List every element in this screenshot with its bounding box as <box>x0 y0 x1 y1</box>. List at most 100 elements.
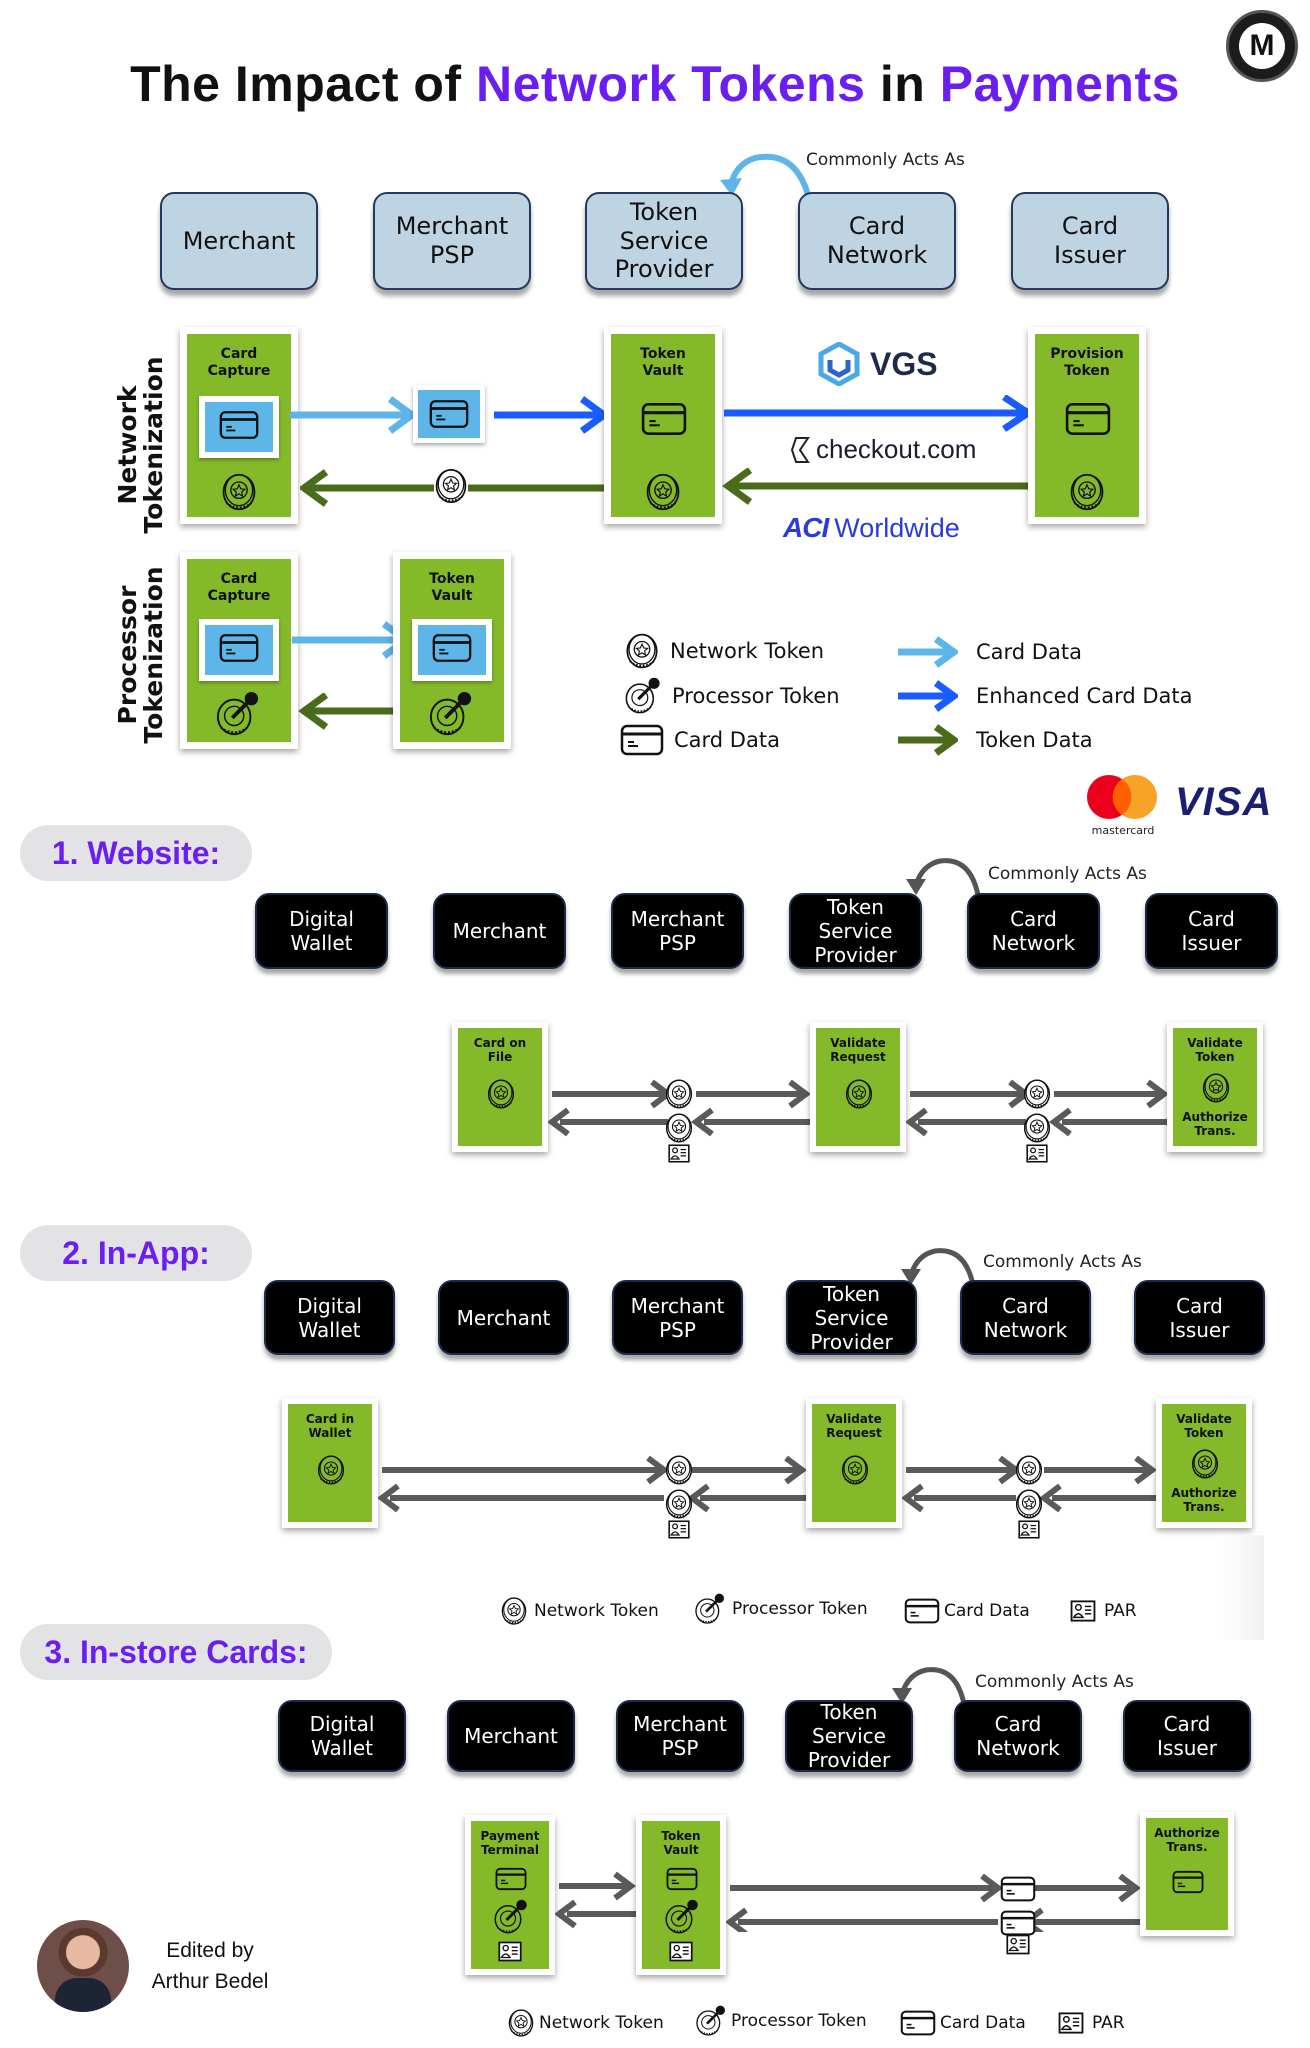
box-validate-token: Validate Token Authorize Trans. <box>1156 1398 1252 1528</box>
commonly-acts-as-arrow-icon <box>901 1248 976 1286</box>
network-token-icon <box>220 472 258 512</box>
checkout-logo-icon <box>790 436 810 463</box>
card-icon <box>666 1867 698 1891</box>
title-text: in <box>865 56 940 112</box>
entity-digital-wallet: Digital Wallet <box>278 1700 406 1772</box>
network-token-icon <box>507 2008 535 2038</box>
par-icon <box>1070 1600 1096 1622</box>
par-icon <box>668 1144 690 1163</box>
entity-merchant: Merchant <box>438 1280 569 1355</box>
legend-label: Token Data <box>976 728 1093 752</box>
legend-network-token: Network Token <box>507 2008 664 2038</box>
entity-digital-wallet: Digital Wallet <box>255 893 388 969</box>
flow-arrows <box>555 1871 637 1929</box>
legend-label: Network Token <box>534 1601 659 1621</box>
par-icon <box>1058 2012 1084 2034</box>
network-token-icon <box>1014 1488 1044 1520</box>
legend-arrow-card-data: Card Data <box>898 636 1082 668</box>
card-icon <box>1000 1910 1036 1936</box>
legend-label: Processor Token <box>731 2011 867 2031</box>
entity-merchant: Merchant <box>447 1700 575 1772</box>
title-highlight-network-tokens: Network Tokens <box>475 56 866 112</box>
box-provision-token: Provision Token <box>1028 327 1146 524</box>
entity-card-network: Card Network <box>798 192 956 290</box>
card-icon <box>904 1598 940 1624</box>
commonly-acts-as-arrow-icon <box>906 858 981 896</box>
card-icon <box>219 410 259 440</box>
legend-network-token: Network Token <box>500 1596 659 1626</box>
processor-token-icon <box>694 1592 726 1626</box>
box-label: Payment Terminal <box>480 1829 540 1858</box>
card-icon <box>219 633 259 663</box>
entity-token-service-provider: Token Service Provider <box>585 192 743 290</box>
network-token-icon <box>624 632 660 670</box>
entity-card-network: Card Network <box>960 1280 1091 1355</box>
processor-token-icon <box>664 1899 700 1935</box>
entity-merchant: Merchant <box>160 192 318 290</box>
entity-merchant-psp: Merchant PSP <box>611 893 744 969</box>
entity-card-issuer: Card Issuer <box>1134 1280 1265 1355</box>
par-icon <box>669 1941 693 1962</box>
title-text: The Impact of <box>130 56 476 112</box>
section-title-in-app: 2. In-App: <box>20 1225 252 1281</box>
box-label: Token Vault <box>429 571 475 604</box>
box-label: Token Vault <box>640 346 686 379</box>
processor-tokenization-label: Processor Tokenization <box>113 566 169 744</box>
section-title-website: 1. Website: <box>20 825 252 881</box>
box-label: Provision Token <box>1050 346 1124 379</box>
box-card-capture: Card Capture <box>180 552 298 749</box>
box-label: Card Capture <box>207 346 271 379</box>
box-validate-request: Validate Request <box>806 1398 902 1528</box>
author-avatar <box>37 1920 129 2012</box>
legend-card-data: Card Data <box>620 724 780 756</box>
network-token-icon <box>1022 1112 1052 1144</box>
box-card-capture: Card Capture <box>180 327 298 524</box>
logo-letter: M <box>1239 23 1285 69</box>
entity-digital-wallet: Digital Wallet <box>264 1280 395 1355</box>
legend-arrow-enhanced-card-data: Enhanced Card Data <box>898 680 1192 712</box>
card-icon <box>1172 1870 1204 1894</box>
processor-token-icon <box>695 2004 727 2038</box>
vendor-name: checkout.com <box>816 434 977 464</box>
legend-label: Card Data <box>940 2013 1026 2033</box>
legend-processor-token: Processor Token <box>694 1592 868 1626</box>
vendor-aci-worldwide: ACI Worldwide <box>783 512 960 544</box>
par-icon <box>1026 1144 1048 1163</box>
network-token-icon <box>1068 472 1106 512</box>
flow-arrows <box>378 1455 806 1513</box>
entity-merchant-psp: Merchant PSP <box>373 192 531 290</box>
legend-label: Card Data <box>674 728 780 752</box>
author-credit: Edited by Arthur Bedel <box>140 1935 280 1997</box>
network-token-icon <box>500 1596 528 1626</box>
box-label: Validate Token <box>1187 1036 1243 1065</box>
network-token-icon <box>1022 1078 1052 1110</box>
network-token-icon <box>1014 1454 1044 1486</box>
box-validate-request: Validate Request <box>810 1022 906 1152</box>
commonly-acts-as-arrow-icon <box>892 1667 967 1705</box>
legend-label: PAR <box>1092 2013 1125 2033</box>
legend-network-token: Network Token <box>624 632 824 670</box>
token-data-arrow-icon <box>898 724 958 756</box>
enhanced-card-data-arrow <box>494 396 608 434</box>
vendor-name: Worldwide <box>834 512 960 543</box>
card-icon <box>429 399 469 429</box>
token-data-arrow <box>722 468 1030 505</box>
entity-token-service-provider: Token Service Provider <box>785 1700 913 1772</box>
processor-token-icon <box>428 691 474 737</box>
box-authorize-trans: Authorize Trans. <box>1140 1812 1234 1936</box>
box-label: Token Vault <box>661 1829 701 1858</box>
flow-arrows <box>726 1873 1140 1932</box>
decorative-gradient <box>1218 1535 1264 1640</box>
legend-label: Enhanced Card Data <box>976 684 1193 708</box>
card-data-arrow-icon <box>898 636 958 668</box>
box-token-vault: Token Vault <box>393 552 511 749</box>
card-icon <box>432 633 472 663</box>
legend-label: Processor Token <box>672 684 840 708</box>
commonly-acts-as-arrow-icon <box>720 153 811 196</box>
card-icon <box>1065 402 1111 436</box>
processor-token-icon <box>215 691 261 737</box>
entity-merchant-psp: Merchant PSP <box>616 1700 744 1772</box>
card-data-tile <box>199 619 279 681</box>
entity-card-issuer: Card Issuer <box>1011 192 1169 290</box>
network-token-icon <box>434 466 468 506</box>
